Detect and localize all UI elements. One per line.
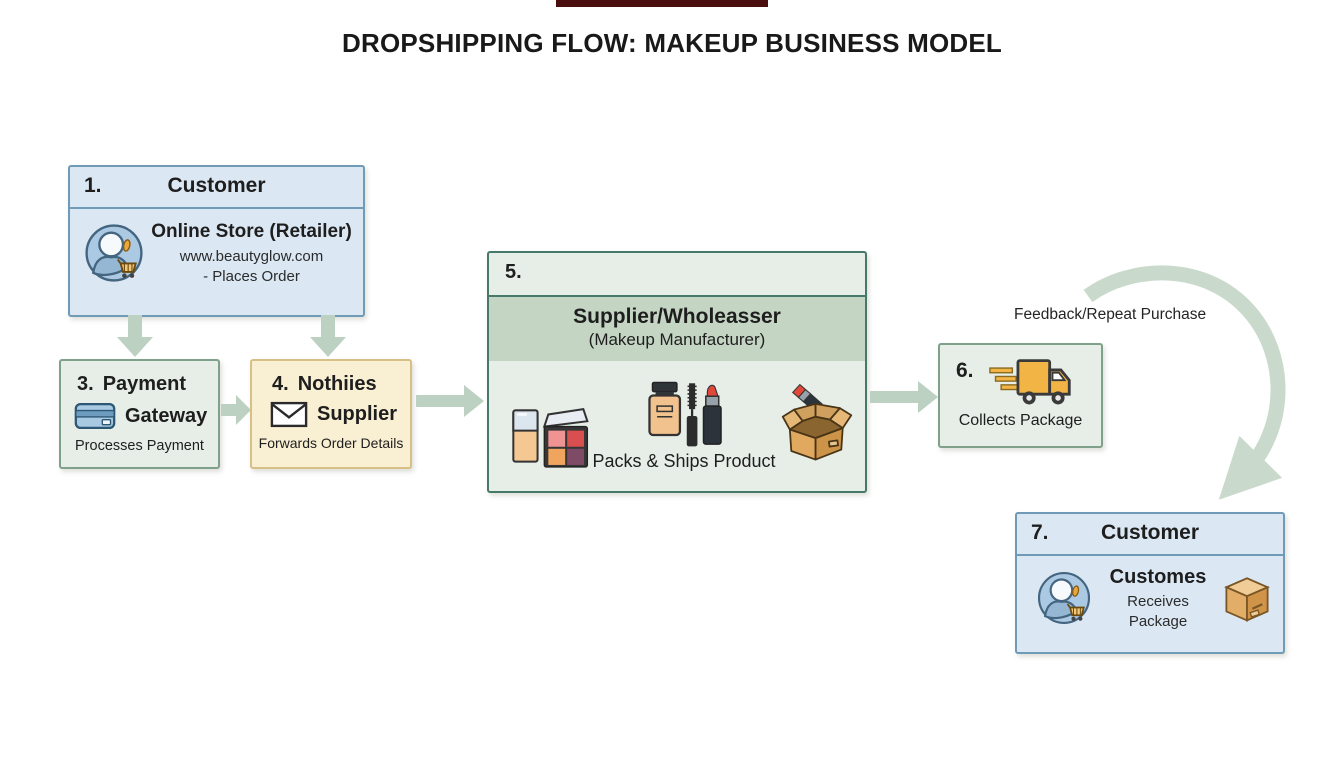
node-header: 5. bbox=[489, 253, 865, 297]
node-word: Payment bbox=[102, 373, 187, 395]
step-number-7: 7. bbox=[1031, 521, 1049, 544]
node-caption: Packs & Ships Product bbox=[592, 451, 776, 471]
store-heading: Online Store (Retailer) bbox=[151, 220, 352, 242]
arrow-right-5-6 bbox=[870, 381, 938, 413]
supplier-title-band: Supplier/Wholeasser (Makeup Manufacturer… bbox=[489, 297, 865, 361]
node-word: Gateway bbox=[125, 404, 208, 427]
node-heading: Customes bbox=[1109, 566, 1207, 588]
store-action: - Places Order bbox=[203, 267, 300, 285]
node-caption: Processes Payment bbox=[75, 438, 204, 454]
step-number-4: 4. bbox=[272, 373, 289, 395]
foundation-palette-icon bbox=[512, 407, 589, 468]
step-number-1: 1. bbox=[84, 174, 102, 197]
node-payment-gateway: 3. Payment Gateway Processes Payment bbox=[59, 359, 220, 469]
store-url: www.beautyglow.com bbox=[179, 248, 324, 266]
node-supplier-wholesaler: 5. Supplier/Wholeasser (Makeup Manufactu… bbox=[487, 251, 867, 493]
node-customer-order: 1. Customer Online Store (Retailer) www.… bbox=[68, 165, 365, 317]
arrow-down-right bbox=[310, 315, 346, 357]
node-caption: Receives Package bbox=[1127, 593, 1189, 630]
node-header: 7. Customer bbox=[1017, 514, 1283, 556]
node-title: Customer bbox=[1100, 521, 1200, 544]
arrow-right-3-4 bbox=[221, 395, 251, 425]
step-number-6: 6. bbox=[956, 359, 974, 382]
diagram-title: DROPSHIPPING FLOW: MAKEUP BUSINESS MODEL bbox=[342, 28, 1002, 58]
person-cart-icon bbox=[1037, 571, 1091, 624]
node-subtitle: (Makeup Manufacturer) bbox=[588, 330, 766, 350]
node-word: Nothiies bbox=[297, 373, 377, 395]
envelope-icon bbox=[270, 401, 308, 428]
package-box-icon bbox=[1224, 576, 1270, 622]
arrow-down-left bbox=[117, 315, 153, 357]
feedback-label: Feedback/Repeat Purchase bbox=[1014, 306, 1207, 323]
arrow-right-4-5 bbox=[416, 385, 484, 417]
node-title: Customer bbox=[167, 174, 266, 197]
delivery-truck-icon bbox=[988, 359, 1071, 405]
node-customer-receive: 7. Customer Customes Receives Package bbox=[1015, 512, 1285, 654]
node-title: Supplier/Wholeasser bbox=[573, 305, 781, 328]
node-notifies-supplier: 4. Nothiies Supplier Forwards Order Deta… bbox=[250, 359, 412, 469]
node-word: Supplier bbox=[317, 403, 398, 425]
person-cart-icon bbox=[85, 224, 143, 282]
step-number-5: 5. bbox=[505, 261, 522, 283]
credit-card-icon bbox=[74, 402, 116, 430]
node-header: 1. Customer bbox=[70, 167, 363, 209]
open-box-lipstick-icon bbox=[781, 383, 853, 461]
node-courier: 6. Collects Package bbox=[938, 343, 1103, 448]
top-crop-bar bbox=[556, 0, 768, 7]
step-number-3: 3. bbox=[77, 373, 94, 395]
node-caption: Forwards Order Details bbox=[258, 435, 404, 451]
node-caption: Collects Package bbox=[958, 412, 1083, 429]
jar-mascara-lipstick-icon bbox=[648, 381, 722, 447]
